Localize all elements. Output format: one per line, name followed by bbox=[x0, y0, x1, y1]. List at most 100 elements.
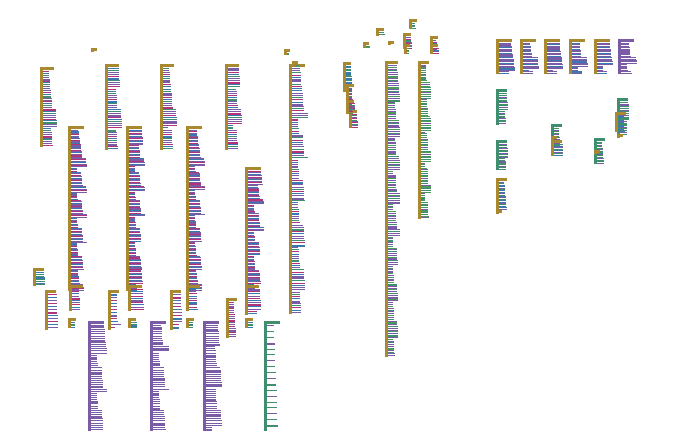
block-row[interactable] bbox=[71, 208, 82, 209]
block-row[interactable] bbox=[292, 269, 304, 270]
block-hat[interactable] bbox=[569, 39, 585, 42]
block-row[interactable] bbox=[388, 284, 397, 286]
block-row[interactable] bbox=[108, 117, 121, 118]
block-row[interactable] bbox=[621, 73, 632, 74]
block-row[interactable] bbox=[129, 231, 140, 232]
block-row[interactable] bbox=[163, 148, 173, 149]
block-row[interactable] bbox=[129, 176, 140, 177]
block-row[interactable] bbox=[189, 220, 195, 221]
block-row[interactable] bbox=[71, 136, 79, 137]
block-row[interactable] bbox=[292, 310, 301, 311]
block-row[interactable] bbox=[129, 166, 135, 167]
block-row[interactable] bbox=[292, 169, 299, 170]
block-row[interactable] bbox=[388, 348, 394, 350]
block-row[interactable] bbox=[499, 102, 508, 103]
block-row[interactable] bbox=[412, 23, 415, 24]
block-row[interactable] bbox=[129, 138, 143, 139]
block-row[interactable] bbox=[189, 236, 201, 237]
block-row[interactable] bbox=[206, 378, 221, 379]
block-row[interactable] bbox=[621, 47, 630, 48]
block-row[interactable] bbox=[421, 125, 431, 126]
block-row[interactable] bbox=[111, 306, 117, 307]
block-row[interactable] bbox=[597, 163, 604, 164]
block-row[interactable] bbox=[71, 283, 80, 284]
block-row[interactable] bbox=[163, 78, 170, 79]
block-row[interactable] bbox=[388, 258, 397, 260]
block-row[interactable] bbox=[248, 232, 254, 233]
block-row[interactable] bbox=[292, 301, 300, 303]
block-row[interactable] bbox=[499, 61, 514, 62]
block-row[interactable] bbox=[228, 89, 236, 90]
block-row[interactable] bbox=[189, 187, 205, 188]
block-row[interactable] bbox=[547, 71, 557, 72]
block-row[interactable] bbox=[379, 34, 385, 35]
block-row[interactable] bbox=[499, 169, 506, 170]
block-row[interactable] bbox=[71, 164, 87, 165]
block-row[interactable] bbox=[129, 151, 140, 152]
block-row[interactable] bbox=[433, 49, 437, 50]
block-row[interactable] bbox=[71, 176, 82, 177]
block-row[interactable] bbox=[91, 376, 102, 377]
block-row[interactable] bbox=[153, 408, 160, 410]
block-row[interactable] bbox=[412, 28, 416, 29]
block-row[interactable] bbox=[388, 257, 397, 258]
block-row[interactable] bbox=[499, 95, 507, 96]
block-hat[interactable] bbox=[68, 318, 76, 321]
block-row[interactable] bbox=[388, 240, 393, 242]
block-row[interactable] bbox=[71, 211, 83, 212]
block-row[interactable] bbox=[292, 195, 304, 196]
block-row[interactable] bbox=[248, 254, 260, 255]
block-row[interactable] bbox=[189, 304, 197, 305]
block-row[interactable] bbox=[91, 408, 98, 409]
block-row[interactable] bbox=[421, 74, 426, 75]
block-row[interactable] bbox=[163, 117, 177, 118]
block-row[interactable] bbox=[248, 289, 260, 291]
block-row[interactable] bbox=[91, 346, 106, 347]
block-row[interactable] bbox=[499, 46, 512, 47]
block-row[interactable] bbox=[292, 104, 303, 106]
block-group-g31[interactable] bbox=[346, 84, 356, 112]
block-row[interactable] bbox=[71, 278, 79, 279]
block-row[interactable] bbox=[206, 382, 222, 383]
block-row[interactable] bbox=[248, 188, 259, 189]
block-row[interactable] bbox=[153, 397, 159, 398]
block-row[interactable] bbox=[206, 336, 219, 337]
block-row[interactable] bbox=[206, 403, 217, 404]
block-row[interactable] bbox=[388, 70, 397, 71]
block-group-g49[interactable] bbox=[186, 318, 196, 328]
block-row[interactable] bbox=[43, 111, 56, 112]
block-row[interactable] bbox=[108, 95, 117, 96]
block-row[interactable] bbox=[248, 273, 260, 274]
block-row[interactable] bbox=[71, 241, 83, 242]
block-row[interactable] bbox=[173, 315, 182, 316]
block-row[interactable] bbox=[421, 80, 427, 81]
block-row[interactable] bbox=[153, 367, 164, 368]
block-row[interactable] bbox=[43, 122, 57, 124]
block-row[interactable] bbox=[499, 105, 508, 106]
block-row[interactable] bbox=[597, 143, 602, 144]
block-row[interactable] bbox=[499, 111, 505, 112]
block-row[interactable] bbox=[91, 350, 107, 351]
block-row[interactable] bbox=[229, 322, 235, 323]
block-row[interactable] bbox=[248, 280, 260, 281]
block-row[interactable] bbox=[189, 239, 201, 240]
block-row[interactable] bbox=[153, 382, 165, 383]
block-row[interactable] bbox=[43, 101, 52, 102]
block-row[interactable] bbox=[71, 166, 87, 167]
block-row[interactable] bbox=[421, 101, 427, 102]
block-row[interactable] bbox=[71, 171, 77, 172]
block-row[interactable] bbox=[206, 399, 216, 401]
block-row[interactable] bbox=[292, 153, 304, 154]
block-row[interactable] bbox=[388, 167, 400, 168]
block-group-g02[interactable] bbox=[105, 64, 123, 150]
block-row[interactable] bbox=[129, 245, 135, 246]
block-row[interactable] bbox=[71, 204, 82, 206]
block-row[interactable] bbox=[228, 127, 233, 129]
block-row[interactable] bbox=[349, 96, 352, 97]
block-row[interactable] bbox=[189, 190, 195, 191]
block-hat[interactable] bbox=[40, 67, 54, 70]
block-row[interactable] bbox=[43, 71, 49, 72]
block-row[interactable] bbox=[421, 65, 426, 67]
block-row[interactable] bbox=[71, 242, 87, 243]
block-row[interactable] bbox=[173, 309, 182, 310]
